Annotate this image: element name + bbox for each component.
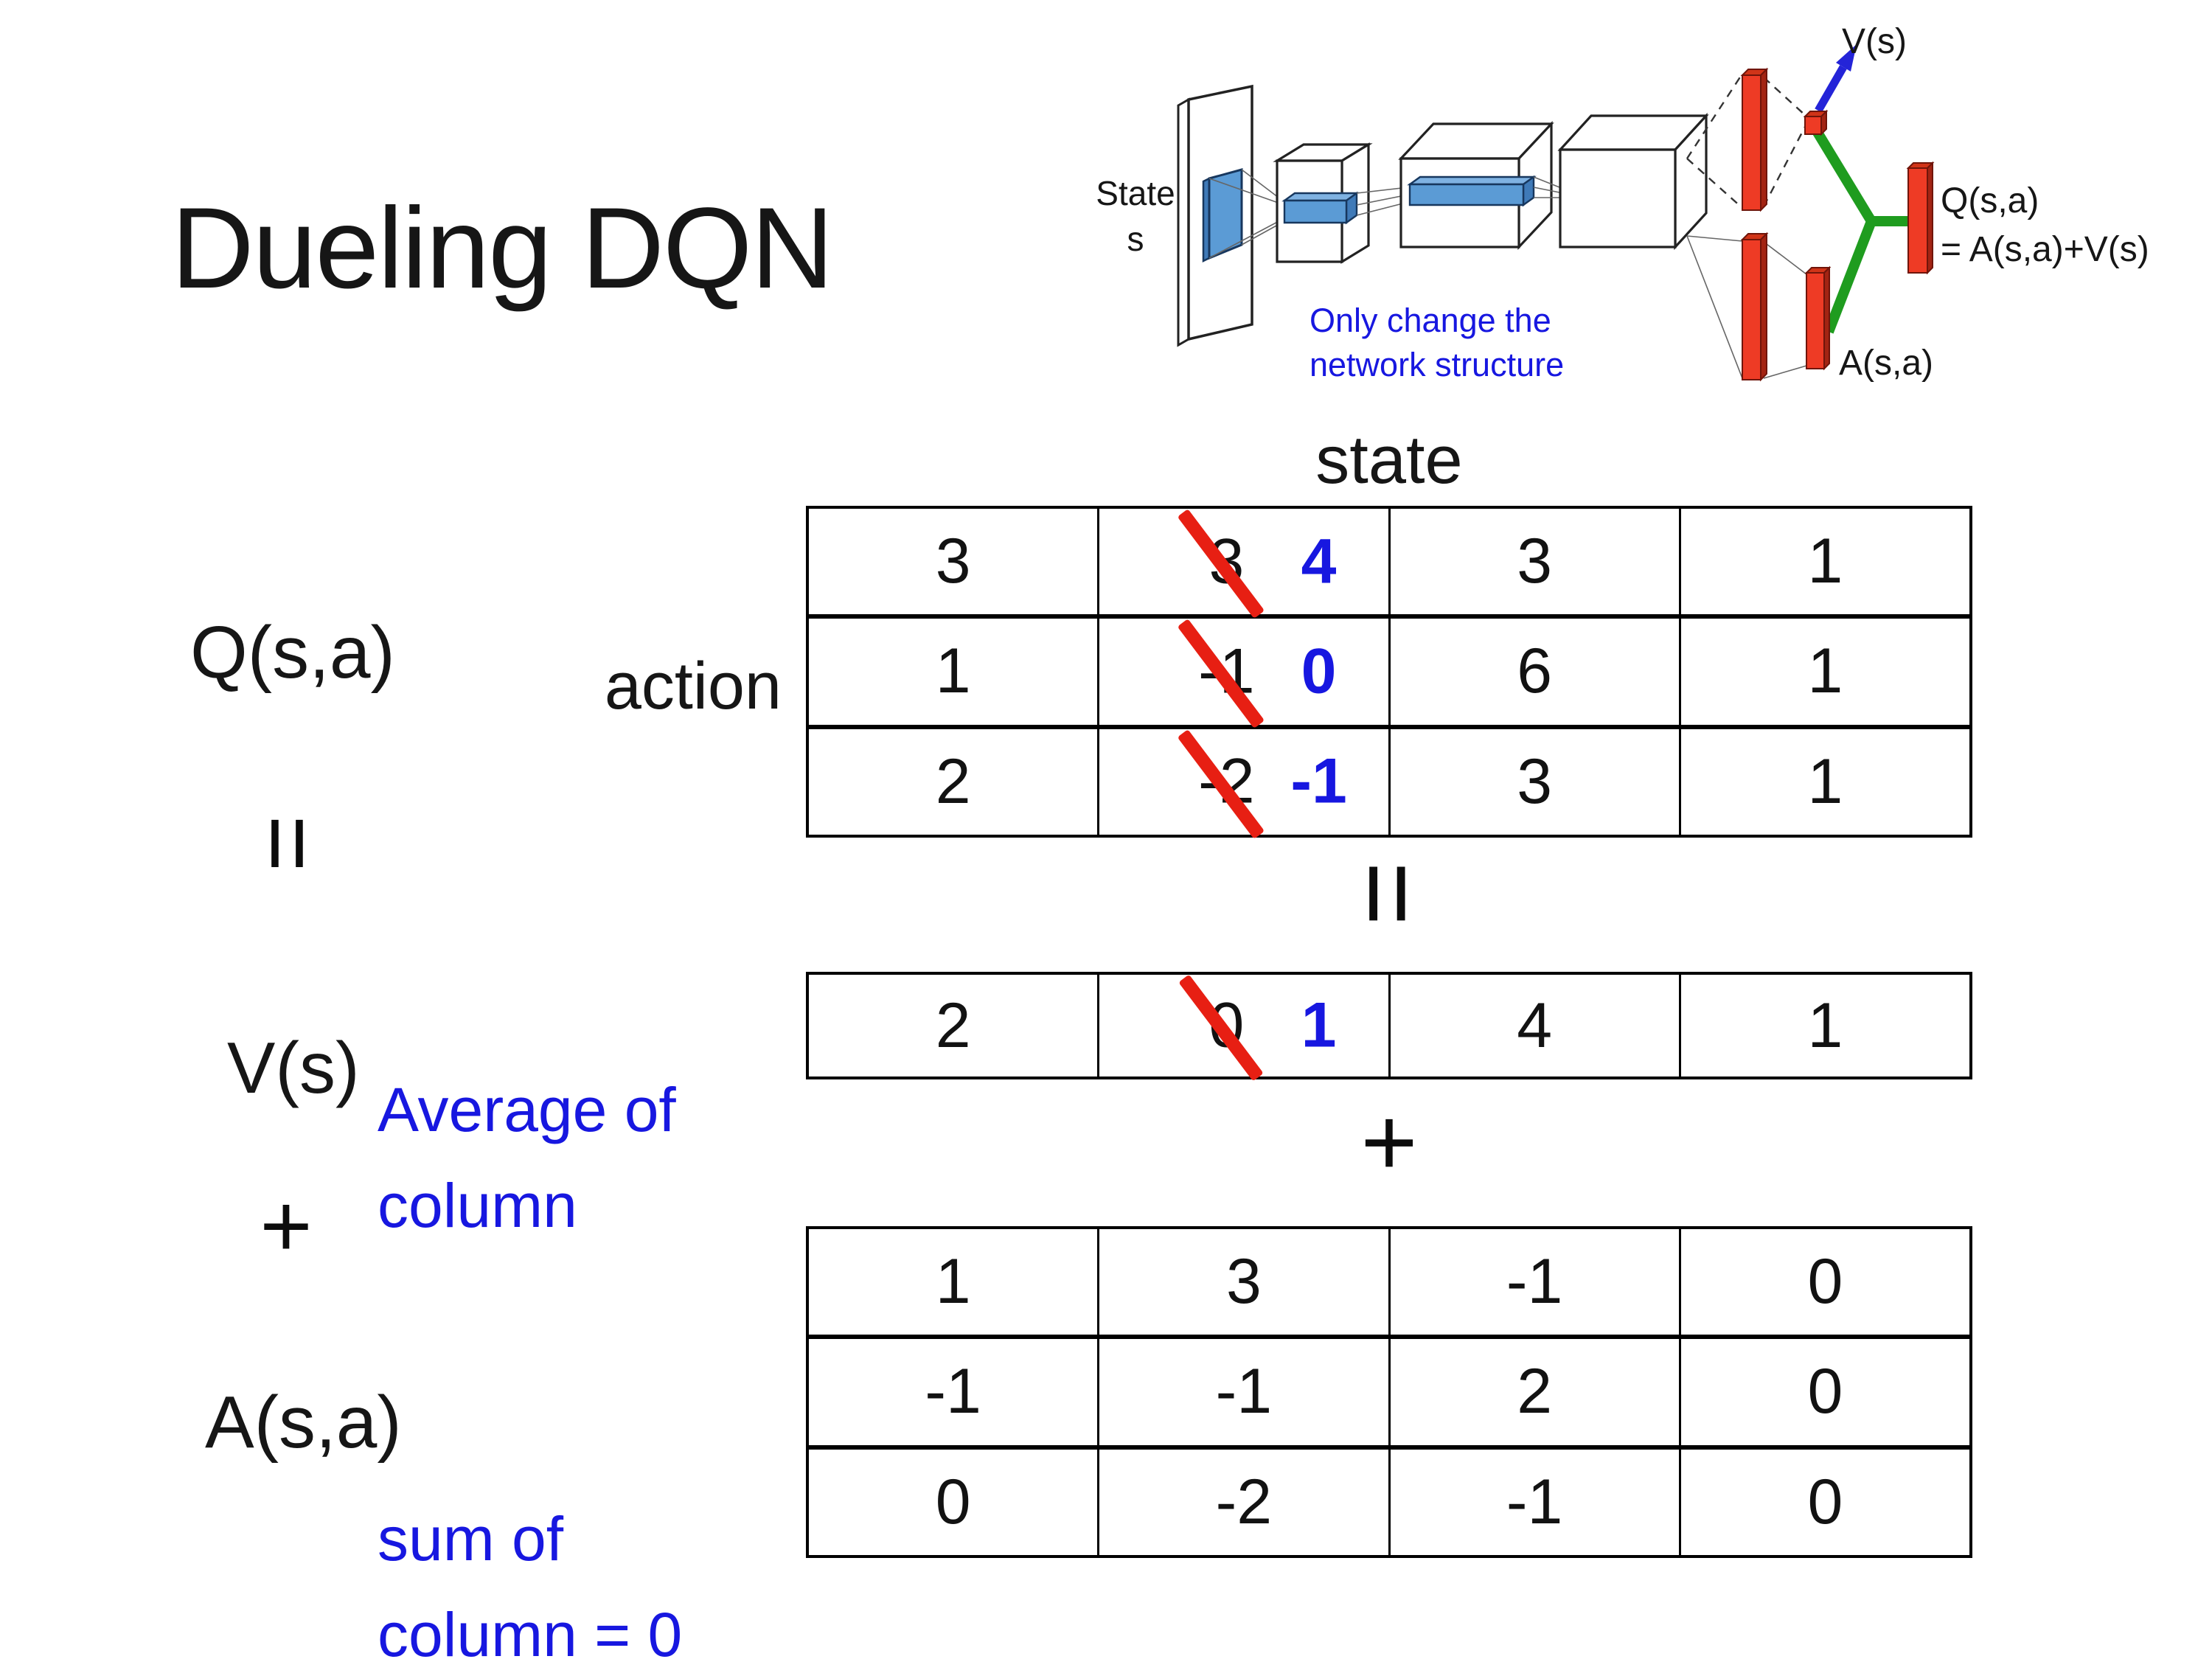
fc-red-bar-advantage-stream-icon (1740, 232, 1769, 382)
red-scalar-v-box-icon (1803, 109, 1829, 136)
a-cell: 0 (1807, 1356, 1843, 1427)
diagram-vs-label: V(s) (1842, 22, 1907, 61)
conv-box-3-icon (1557, 112, 1709, 251)
new-value: -1 (1290, 745, 1347, 817)
diagram-note-line2: network structure (1310, 346, 1564, 383)
table-row: 1 -1 0 6 1 (809, 619, 1969, 729)
sum-note-line2: column = 0 (378, 1600, 683, 1659)
a-cell: 0 (1807, 1466, 1843, 1537)
a-cell: 0 (809, 1449, 1100, 1555)
a-cell: 2 (1391, 1339, 1681, 1445)
plus-sign-left: + (260, 1175, 313, 1276)
fc-solid-lines (1686, 235, 1807, 379)
a-cell: 0 (1807, 1246, 1843, 1318)
fc-red-bar-value-stream-icon (1740, 67, 1769, 212)
table-row: 0 -2 -1 0 (809, 1449, 1969, 1555)
q-cell: 1 (809, 619, 1100, 725)
q-cell: 1 (1807, 526, 1843, 597)
q-cell-struck: -1 0 (1099, 619, 1391, 729)
q-cell: 1 (1807, 745, 1843, 817)
a-cell: 3 (1099, 1229, 1391, 1335)
conv-lines-2 (1533, 176, 1564, 198)
diagram-asa-label: A(s,a) (1839, 344, 1933, 383)
rotated-equals-middle: = (1327, 861, 1452, 926)
blue-filter-brick-1-icon (1281, 191, 1360, 225)
action-header-label: action (604, 650, 782, 723)
sum-note-line1: sum of (378, 1504, 564, 1573)
v-cell: 1 (1807, 990, 1843, 1061)
diagram-q-label-line2: = A(s,a)+V(s) (1941, 230, 2149, 269)
network-architecture-diagram: State s V(s) Q(s,a) = A(s,a)+V(s) A(s,a)… (1096, 22, 2149, 383)
v-cell-struck: 0 1 (1099, 974, 1391, 1082)
a-cell: -2 (1099, 1449, 1391, 1555)
q-cell: 3 (1391, 509, 1681, 615)
diagram-state-label-line2: s (1127, 220, 1144, 258)
q-table: 3 3 4 3 1 1 -1 0 6 1 2 -2 -1 (806, 506, 1972, 839)
v-vector-label: V(s) (227, 1027, 360, 1108)
q-cell: 2 (809, 728, 1100, 835)
table-row: 3 3 4 3 1 (809, 509, 1969, 619)
a-table: 1 3 -1 0 -1 -1 2 0 0 -2 -1 0 (806, 1226, 1972, 1558)
table-row: 2 0 1 4 1 (809, 974, 1969, 1082)
new-value: 1 (1301, 990, 1337, 1061)
q-cell: 3 (1391, 728, 1681, 835)
red-bar-advantage-output-icon (1804, 265, 1832, 371)
a-cell: -1 (1391, 1229, 1681, 1335)
v-cell: 4 (1391, 975, 1681, 1077)
diagram-state-label-line1: State (1096, 174, 1175, 212)
average-of-column-note: Average of column (378, 1062, 676, 1253)
fc-dashed-lines (1686, 73, 1806, 209)
table-row: 2 -2 -1 3 1 (809, 728, 1969, 839)
a-cell: -1 (1099, 1339, 1391, 1445)
q-cell-struck: -2 -1 (1099, 728, 1391, 839)
new-value: 4 (1301, 526, 1337, 597)
sum-of-column-note: sum of column = 0 (378, 1491, 682, 1659)
slide-title: Dueling DQN (171, 184, 834, 313)
blue-output-arrow-icon (1815, 44, 1857, 113)
v-table: 2 0 1 4 1 (806, 972, 1972, 1082)
q-cell-struck: 3 4 (1099, 509, 1391, 619)
a-cell: -1 (1391, 1449, 1681, 1555)
q-cell: 6 (1391, 619, 1681, 725)
diagram-note-line1: Only change the (1310, 302, 1551, 339)
red-bar-q-output-icon (1906, 161, 1935, 275)
v-cell: 2 (809, 975, 1100, 1077)
table-row: 1 3 -1 0 (809, 1229, 1969, 1340)
q-cell: 1 (1807, 636, 1843, 707)
q-matrix-label: Q(s,a) (190, 611, 395, 694)
average-note-line2: column (378, 1171, 577, 1241)
blue-filter-brick-2-icon (1407, 175, 1537, 207)
conv-lines-1 (1356, 187, 1409, 216)
a-matrix-label: A(s,a) (205, 1381, 402, 1464)
state-header-label: state (1315, 422, 1463, 498)
green-merge-connector-icon (1812, 128, 1913, 334)
table-row: -1 -1 2 0 (809, 1339, 1969, 1450)
diagram-q-label-line1: Q(s,a) (1941, 181, 2039, 220)
a-cell: 1 (809, 1229, 1100, 1335)
new-value: 0 (1301, 636, 1337, 707)
rotated-equals-left: = (234, 815, 344, 872)
a-cell: -1 (809, 1339, 1100, 1445)
plus-sign-middle: + (1360, 1087, 1418, 1196)
q-cell: 3 (809, 509, 1100, 615)
average-note-line1: Average of (378, 1075, 676, 1144)
